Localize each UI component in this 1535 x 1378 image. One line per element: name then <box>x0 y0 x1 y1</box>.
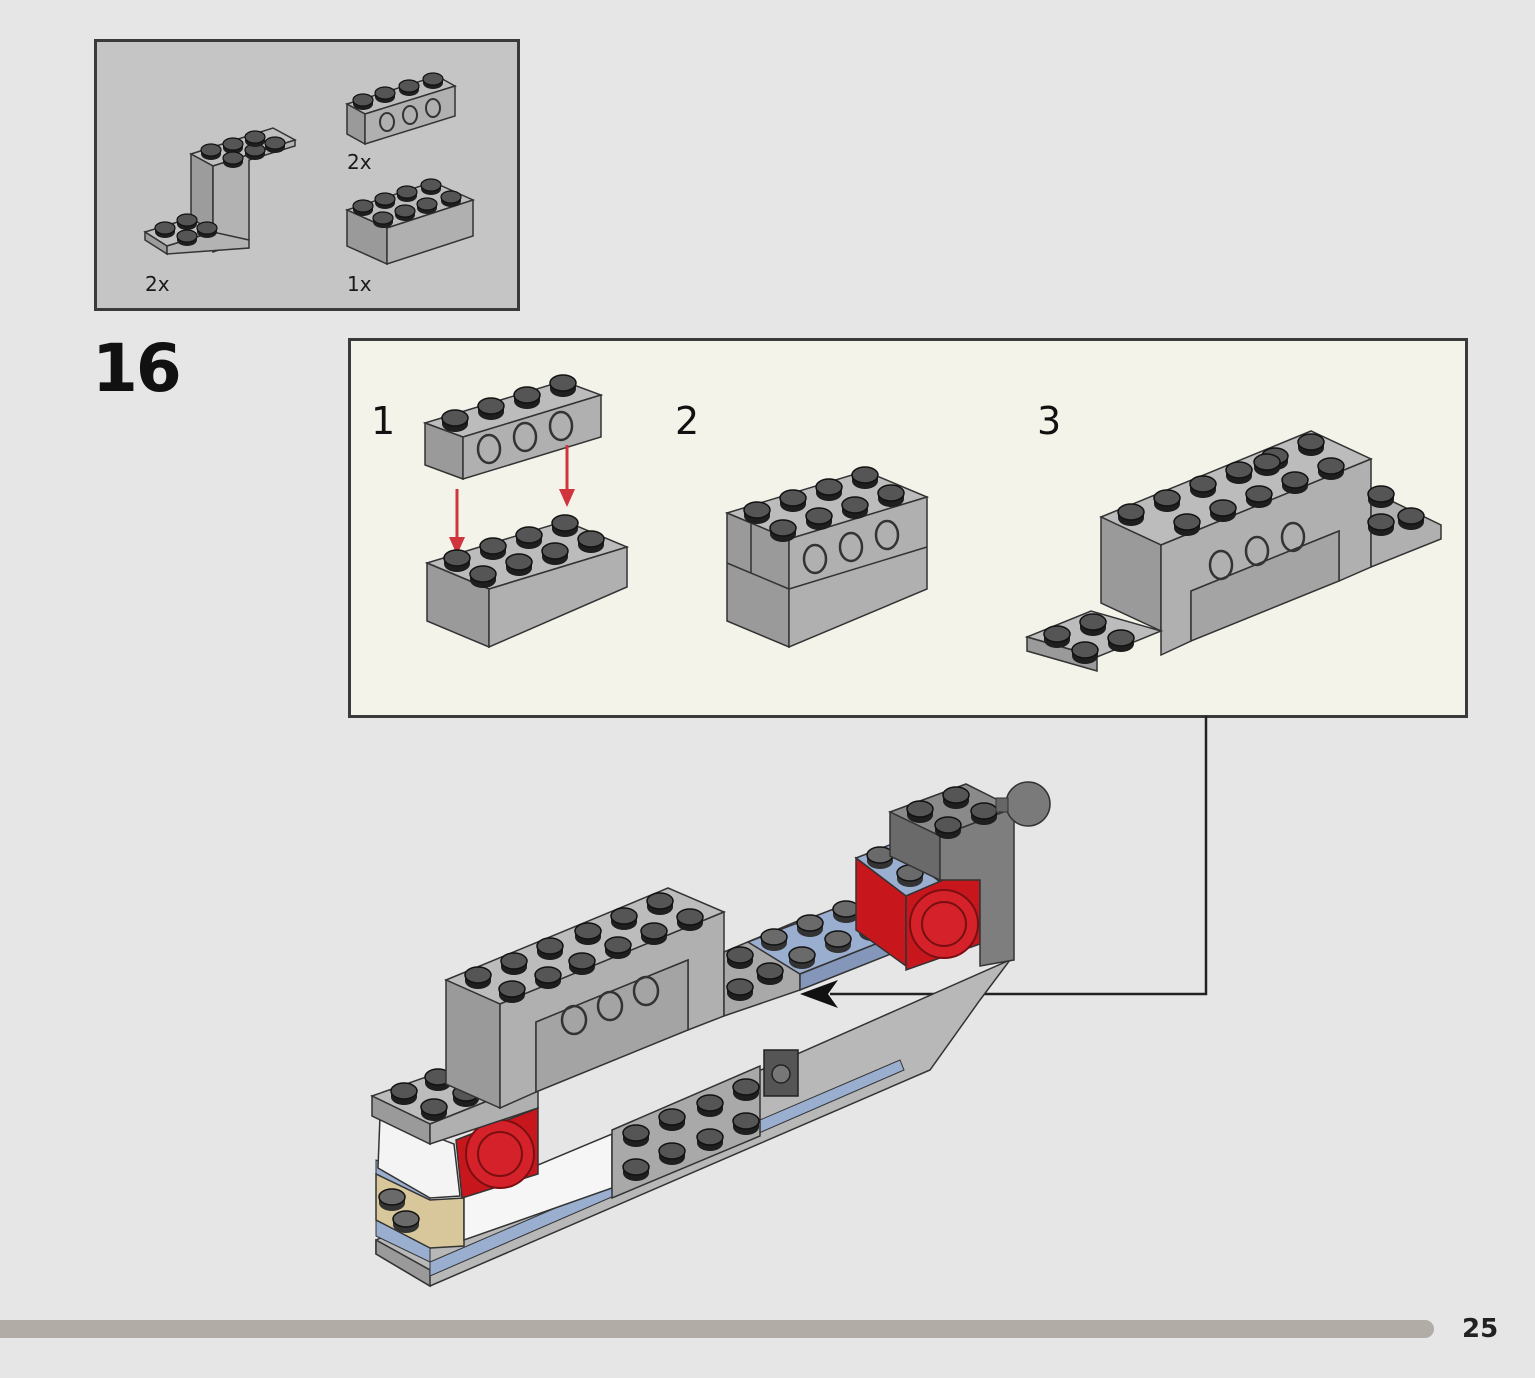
part-quantity: 2x <box>145 272 170 296</box>
substep-label: 2 <box>675 399 700 443</box>
part-bracket <box>143 127 297 256</box>
page-number: 25 <box>1462 1314 1499 1344</box>
sub-assembly-art <box>422 374 1442 672</box>
parts-list-box: 2x 2x 1x <box>94 39 520 311</box>
substep-label: 3 <box>1037 399 1062 443</box>
part-brick-2x4 <box>344 178 476 266</box>
step-number: 16 <box>92 330 182 407</box>
substep-label: 1 <box>371 399 396 443</box>
part-brick-1x4-holes <box>345 72 457 146</box>
part-quantity: 2x <box>347 150 372 174</box>
model-assembly <box>370 781 1051 1288</box>
part-quantity: 1x <box>347 272 372 296</box>
substep-3-art <box>1024 430 1442 672</box>
footer-progress-bar <box>0 1320 1434 1338</box>
substep-1-art <box>422 374 630 649</box>
substep-2-art <box>724 466 930 649</box>
sub-assembly-box: 1 2 3 <box>348 338 1468 718</box>
parts-list-art <box>143 72 476 266</box>
